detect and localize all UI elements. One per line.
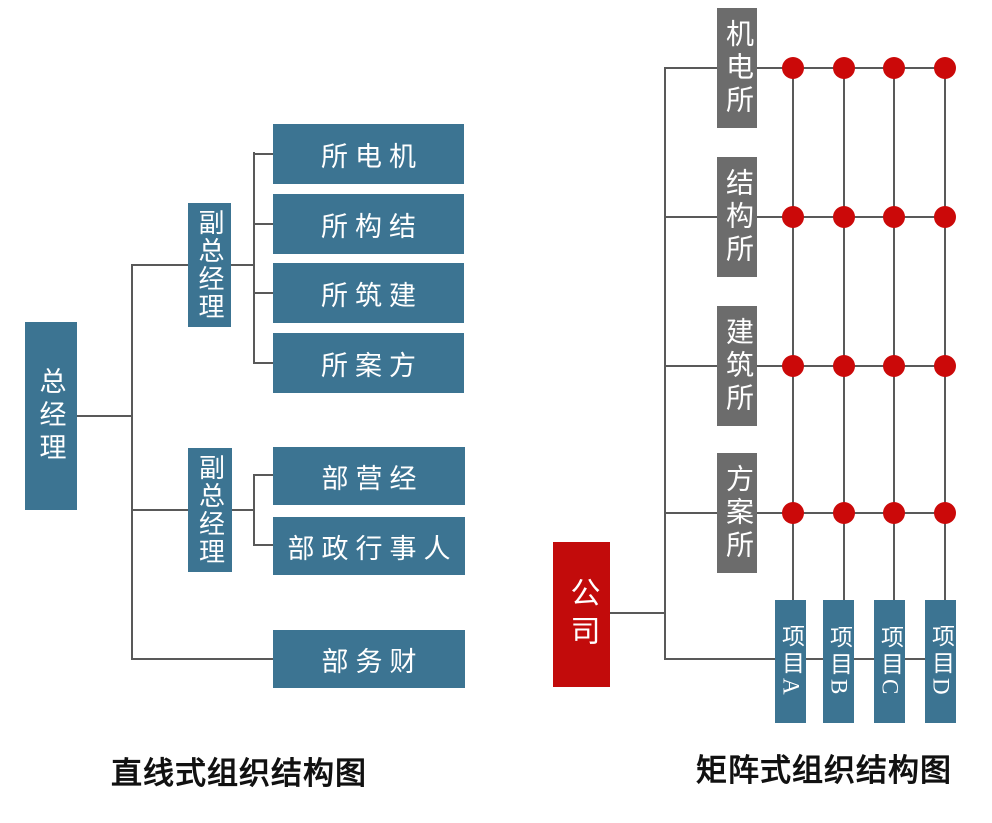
connector-line xyxy=(131,264,188,266)
gm-node: 总经理 xyxy=(25,322,77,510)
matrix-dot xyxy=(782,57,804,79)
project-node-a: 项目A xyxy=(775,600,806,723)
project-node-d: 项目D xyxy=(925,600,956,723)
matrix-dot xyxy=(934,502,956,524)
connector-line xyxy=(944,67,946,600)
linear-chart-caption: 直线式组织结构图 xyxy=(111,756,367,791)
matrix-dot xyxy=(833,206,855,228)
linear-dept-node-2: 所构结 xyxy=(273,194,464,254)
connector-line xyxy=(792,67,794,600)
linear-dept-node-1: 所电机 xyxy=(273,124,464,184)
linear-dept-node-7: 部务财 xyxy=(273,630,465,688)
connector-line xyxy=(77,415,132,417)
connector-line xyxy=(253,362,273,364)
connector-line xyxy=(843,67,845,600)
connector-line xyxy=(664,67,946,69)
company-node: 公司 xyxy=(553,542,610,687)
connector-line xyxy=(664,365,946,367)
matrix-dot xyxy=(782,355,804,377)
connector-line xyxy=(231,264,254,266)
connector-line xyxy=(253,292,273,294)
vice-gm-node-1: 副总经理 xyxy=(188,203,231,327)
matrix-dot xyxy=(833,502,855,524)
institute-node-4: 方案所 xyxy=(717,453,757,573)
institute-node-2: 结构所 xyxy=(717,157,757,277)
project-node-c: 项目C xyxy=(874,600,905,723)
matrix-dot xyxy=(934,57,956,79)
vice-gm-node-2: 副总经理 xyxy=(188,448,232,572)
connector-line xyxy=(253,223,273,225)
institute-node-1: 机电所 xyxy=(717,8,757,128)
matrix-dot xyxy=(782,206,804,228)
matrix-dot xyxy=(883,502,905,524)
connector-line xyxy=(664,67,666,660)
connector-line xyxy=(253,152,255,364)
linear-dept-node-3: 所筑建 xyxy=(273,263,464,323)
connector-line xyxy=(232,509,254,511)
connector-line xyxy=(131,509,188,511)
matrix-dot xyxy=(934,355,956,377)
matrix-dot xyxy=(883,57,905,79)
connector-line xyxy=(131,658,273,660)
project-node-b: 项目B xyxy=(823,600,854,723)
connector-line xyxy=(253,474,255,546)
institute-node-3: 建筑所 xyxy=(717,306,757,426)
linear-dept-node-5: 部营经 xyxy=(273,447,465,505)
linear-dept-node-4: 所案方 xyxy=(273,333,464,393)
connector-line xyxy=(253,474,273,476)
matrix-chart-caption: 矩阵式组织结构图 xyxy=(696,753,952,788)
connector-line xyxy=(664,216,946,218)
connector-line xyxy=(893,67,895,600)
connector-line xyxy=(664,512,946,514)
matrix-dot xyxy=(833,57,855,79)
connector-line xyxy=(131,264,133,660)
connector-line xyxy=(253,544,273,546)
matrix-dot xyxy=(782,502,804,524)
connector-line xyxy=(610,612,664,614)
matrix-dot xyxy=(883,206,905,228)
matrix-dot xyxy=(833,355,855,377)
connector-line xyxy=(253,153,273,155)
linear-dept-node-6: 部政行事人 xyxy=(273,517,465,575)
matrix-dot xyxy=(883,355,905,377)
matrix-dot xyxy=(934,206,956,228)
